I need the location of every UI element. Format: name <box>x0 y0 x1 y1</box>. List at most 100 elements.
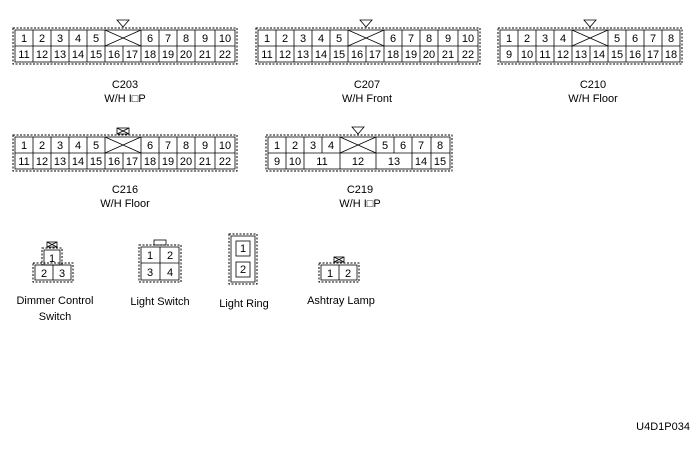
pin: 11 <box>18 49 29 61</box>
pin: 7 <box>165 140 171 152</box>
pin: 2 <box>282 33 288 45</box>
pin: 1 <box>327 268 333 280</box>
pin: 13 <box>297 49 309 61</box>
pin: 16 <box>108 49 120 61</box>
connector-c216: 1 2 3 4 5 6 7 8 9 10 11 12 13 14 15 16 1… <box>12 127 238 210</box>
pin: 6 <box>147 140 153 152</box>
pin: 14 <box>415 156 427 168</box>
pin: 10 <box>219 140 231 152</box>
pin: 8 <box>183 33 189 45</box>
pin: 2 <box>39 140 45 152</box>
pin: 17 <box>126 49 138 61</box>
pin: 21 <box>199 49 211 61</box>
pin: 7 <box>165 33 171 45</box>
pin: 11 <box>18 156 29 168</box>
pin: 7 <box>418 140 424 152</box>
pin: 8 <box>668 33 674 45</box>
connector-code: C203 <box>112 79 138 91</box>
component-name: Light Ring <box>219 298 269 310</box>
pin: 7 <box>650 33 656 45</box>
pin: 14 <box>72 156 84 168</box>
pin: 13 <box>54 156 66 168</box>
connector-c210: 1 2 3 4 5 6 7 8 9 10 11 12 13 14 15 16 1… <box>497 19 683 105</box>
pin: 11 <box>316 156 327 168</box>
key-triangle-icon <box>583 19 597 28</box>
pin: 1 <box>264 33 270 45</box>
pin: 22 <box>462 49 474 61</box>
pin: 20 <box>423 49 435 61</box>
pin: 21 <box>442 49 454 61</box>
latch-icon <box>46 241 58 248</box>
pin: 12 <box>36 156 48 168</box>
pin: 4 <box>328 140 334 152</box>
pin: 16 <box>351 49 363 61</box>
pin: 13 <box>575 49 587 61</box>
pin: 2 <box>345 268 351 280</box>
harness-label: W/H Floor <box>568 93 618 105</box>
pin: 11 <box>539 49 550 61</box>
pin: 12 <box>279 49 291 61</box>
pin: 5 <box>93 33 99 45</box>
component-name: Switch <box>39 311 71 323</box>
pin: 11 <box>261 49 272 61</box>
pin: 13 <box>54 49 66 61</box>
pin: 9 <box>202 33 208 45</box>
pin: 4 <box>318 33 324 45</box>
harness-label: W/H I□P <box>339 198 380 210</box>
key-triangle-icon <box>116 19 130 28</box>
pin: 4 <box>75 140 81 152</box>
pin: 14 <box>593 49 605 61</box>
pin: 17 <box>369 49 381 61</box>
component-name: Dimmer Control <box>16 295 93 307</box>
pin: 3 <box>57 33 63 45</box>
pin: 20 <box>180 49 192 61</box>
pin: 19 <box>405 49 417 61</box>
pin: 15 <box>434 156 446 168</box>
pin: 9 <box>506 49 512 61</box>
component-name: Ashtray Lamp <box>307 295 375 307</box>
pin: 15 <box>90 49 102 61</box>
pin: 1 <box>240 243 246 255</box>
pin: 10 <box>462 33 474 45</box>
latch-icon <box>116 127 130 135</box>
connector-code: C219 <box>347 184 373 196</box>
connector-code: C216 <box>112 184 138 196</box>
pin: 9 <box>445 33 451 45</box>
pin: 3 <box>310 140 316 152</box>
pin: 5 <box>93 140 99 152</box>
pin: 16 <box>108 156 120 168</box>
pin: 1 <box>274 140 280 152</box>
pin: 2 <box>524 33 530 45</box>
pin: 10 <box>521 49 533 61</box>
pin: 2 <box>167 250 173 262</box>
pin: 20 <box>180 156 192 168</box>
pin: 12 <box>36 49 48 61</box>
pin: 16 <box>629 49 641 61</box>
pin: 8 <box>183 140 189 152</box>
pin: 8 <box>437 140 443 152</box>
pin: 9 <box>274 156 280 168</box>
pin: 1 <box>147 250 153 262</box>
pin: 21 <box>199 156 211 168</box>
pin: 3 <box>57 140 63 152</box>
light-ring-connector: 1 2 Light Ring <box>219 233 269 310</box>
pin: 4 <box>560 33 566 45</box>
pin: 15 <box>611 49 623 61</box>
pin: 10 <box>289 156 301 168</box>
latch-icon <box>333 256 345 263</box>
pin: 3 <box>147 267 153 279</box>
pin: 2 <box>292 140 298 152</box>
connector-code: C207 <box>354 79 380 91</box>
pin: 18 <box>387 49 399 61</box>
pin: 2 <box>39 33 45 45</box>
pin: 18 <box>144 49 156 61</box>
pin: 7 <box>408 33 414 45</box>
pin: 3 <box>59 268 65 280</box>
harness-label: W/H Front <box>342 93 392 105</box>
pin: 4 <box>75 33 81 45</box>
pin: 18 <box>144 156 156 168</box>
key-tab-icon <box>153 239 167 246</box>
pin: 6 <box>147 33 153 45</box>
pin: 6 <box>390 33 396 45</box>
